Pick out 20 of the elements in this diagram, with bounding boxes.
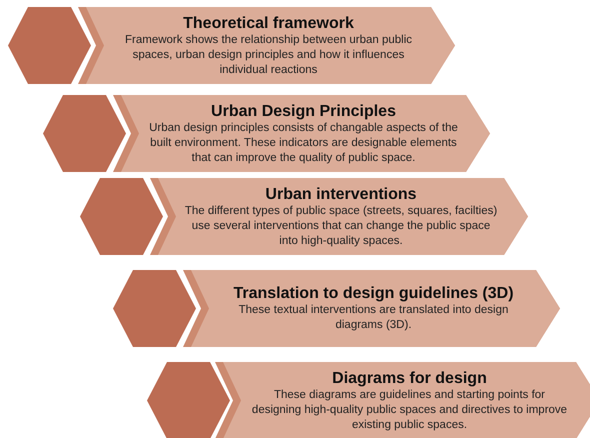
chevron-banner	[150, 178, 528, 255]
chevron-banner	[78, 7, 455, 84]
banner-text: Urban design principles consists of changable aspects of the built environment. These indicators are designable elements that can improve the quality of public space.	[148, 120, 459, 166]
hexagon-shape	[80, 178, 163, 255]
hexagon-shape	[113, 270, 196, 347]
chevron-banner	[113, 95, 490, 172]
hexagon-shape	[43, 95, 126, 172]
banner-title: Translation to design guidelines (3D)	[233, 284, 514, 303]
banner-text: These diagrams are guidelines and starting points for designing high-quality public spaces and directives to improve existing public spaces.	[250, 388, 568, 432]
chevron-banner	[215, 362, 590, 438]
banner-title: Diagrams for design	[332, 368, 487, 388]
banner-title: Theoretical framework	[183, 14, 354, 32]
chevron-banner	[183, 270, 560, 347]
banner-text: The different types of public space (streets, squares, facilties) use several interventions that can change the public space into high-quality spaces.	[184, 204, 498, 248]
banner-title: Urban interventions	[265, 184, 417, 204]
banner-title: Urban Design Principles	[211, 102, 396, 120]
banner-text: Framework shows the relationship between urban public spaces, urban design principles and how it influences individual reactions	[124, 32, 413, 78]
hexagon-shape	[147, 362, 230, 438]
hexagon-shape	[8, 7, 91, 84]
banner-text: These textual interventions are translated into design diagrams (3D).	[238, 303, 510, 333]
